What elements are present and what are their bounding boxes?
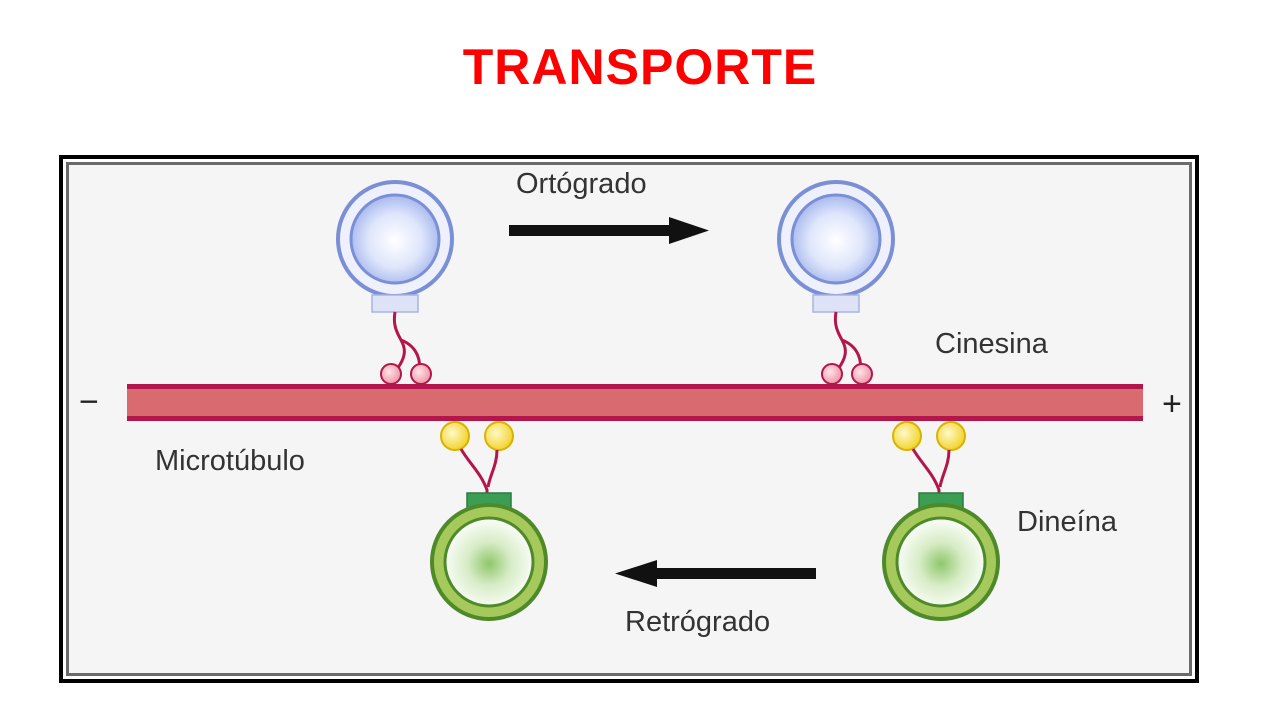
dynein-label: Dineína (1017, 506, 1118, 538)
orthograde-arrow (509, 217, 709, 244)
plus-end-label: + (1162, 385, 1182, 423)
axonal-transport-diagram: Ortógrado (79, 168, 1182, 638)
kinesin-motor-left (380, 311, 432, 385)
minus-end-label: − (79, 383, 99, 421)
microtubule (127, 384, 1143, 421)
microtubule-label: Microtúbulo (155, 445, 305, 477)
retrograde-arrow (615, 560, 816, 587)
kinesin-motor-right (821, 311, 873, 385)
diagram-panel: Ortógrado (66, 162, 1192, 676)
dynein-motor-left (440, 421, 514, 495)
diagram-frame: Ortógrado (59, 155, 1199, 683)
dynein-vesicle-left (430, 492, 548, 621)
kinesin-vesicle-left (336, 180, 454, 313)
dynein-vesicle-right (882, 492, 1000, 621)
kinesin-label: Cinesina (935, 328, 1049, 360)
page-title: TRANSPORTE (462, 39, 818, 95)
retrograde-label: Retrógrado (625, 606, 770, 638)
kinesin-vesicle-right (777, 180, 895, 313)
orthograde-label: Ortógrado (516, 168, 647, 200)
dynein-motor-right (892, 421, 966, 495)
